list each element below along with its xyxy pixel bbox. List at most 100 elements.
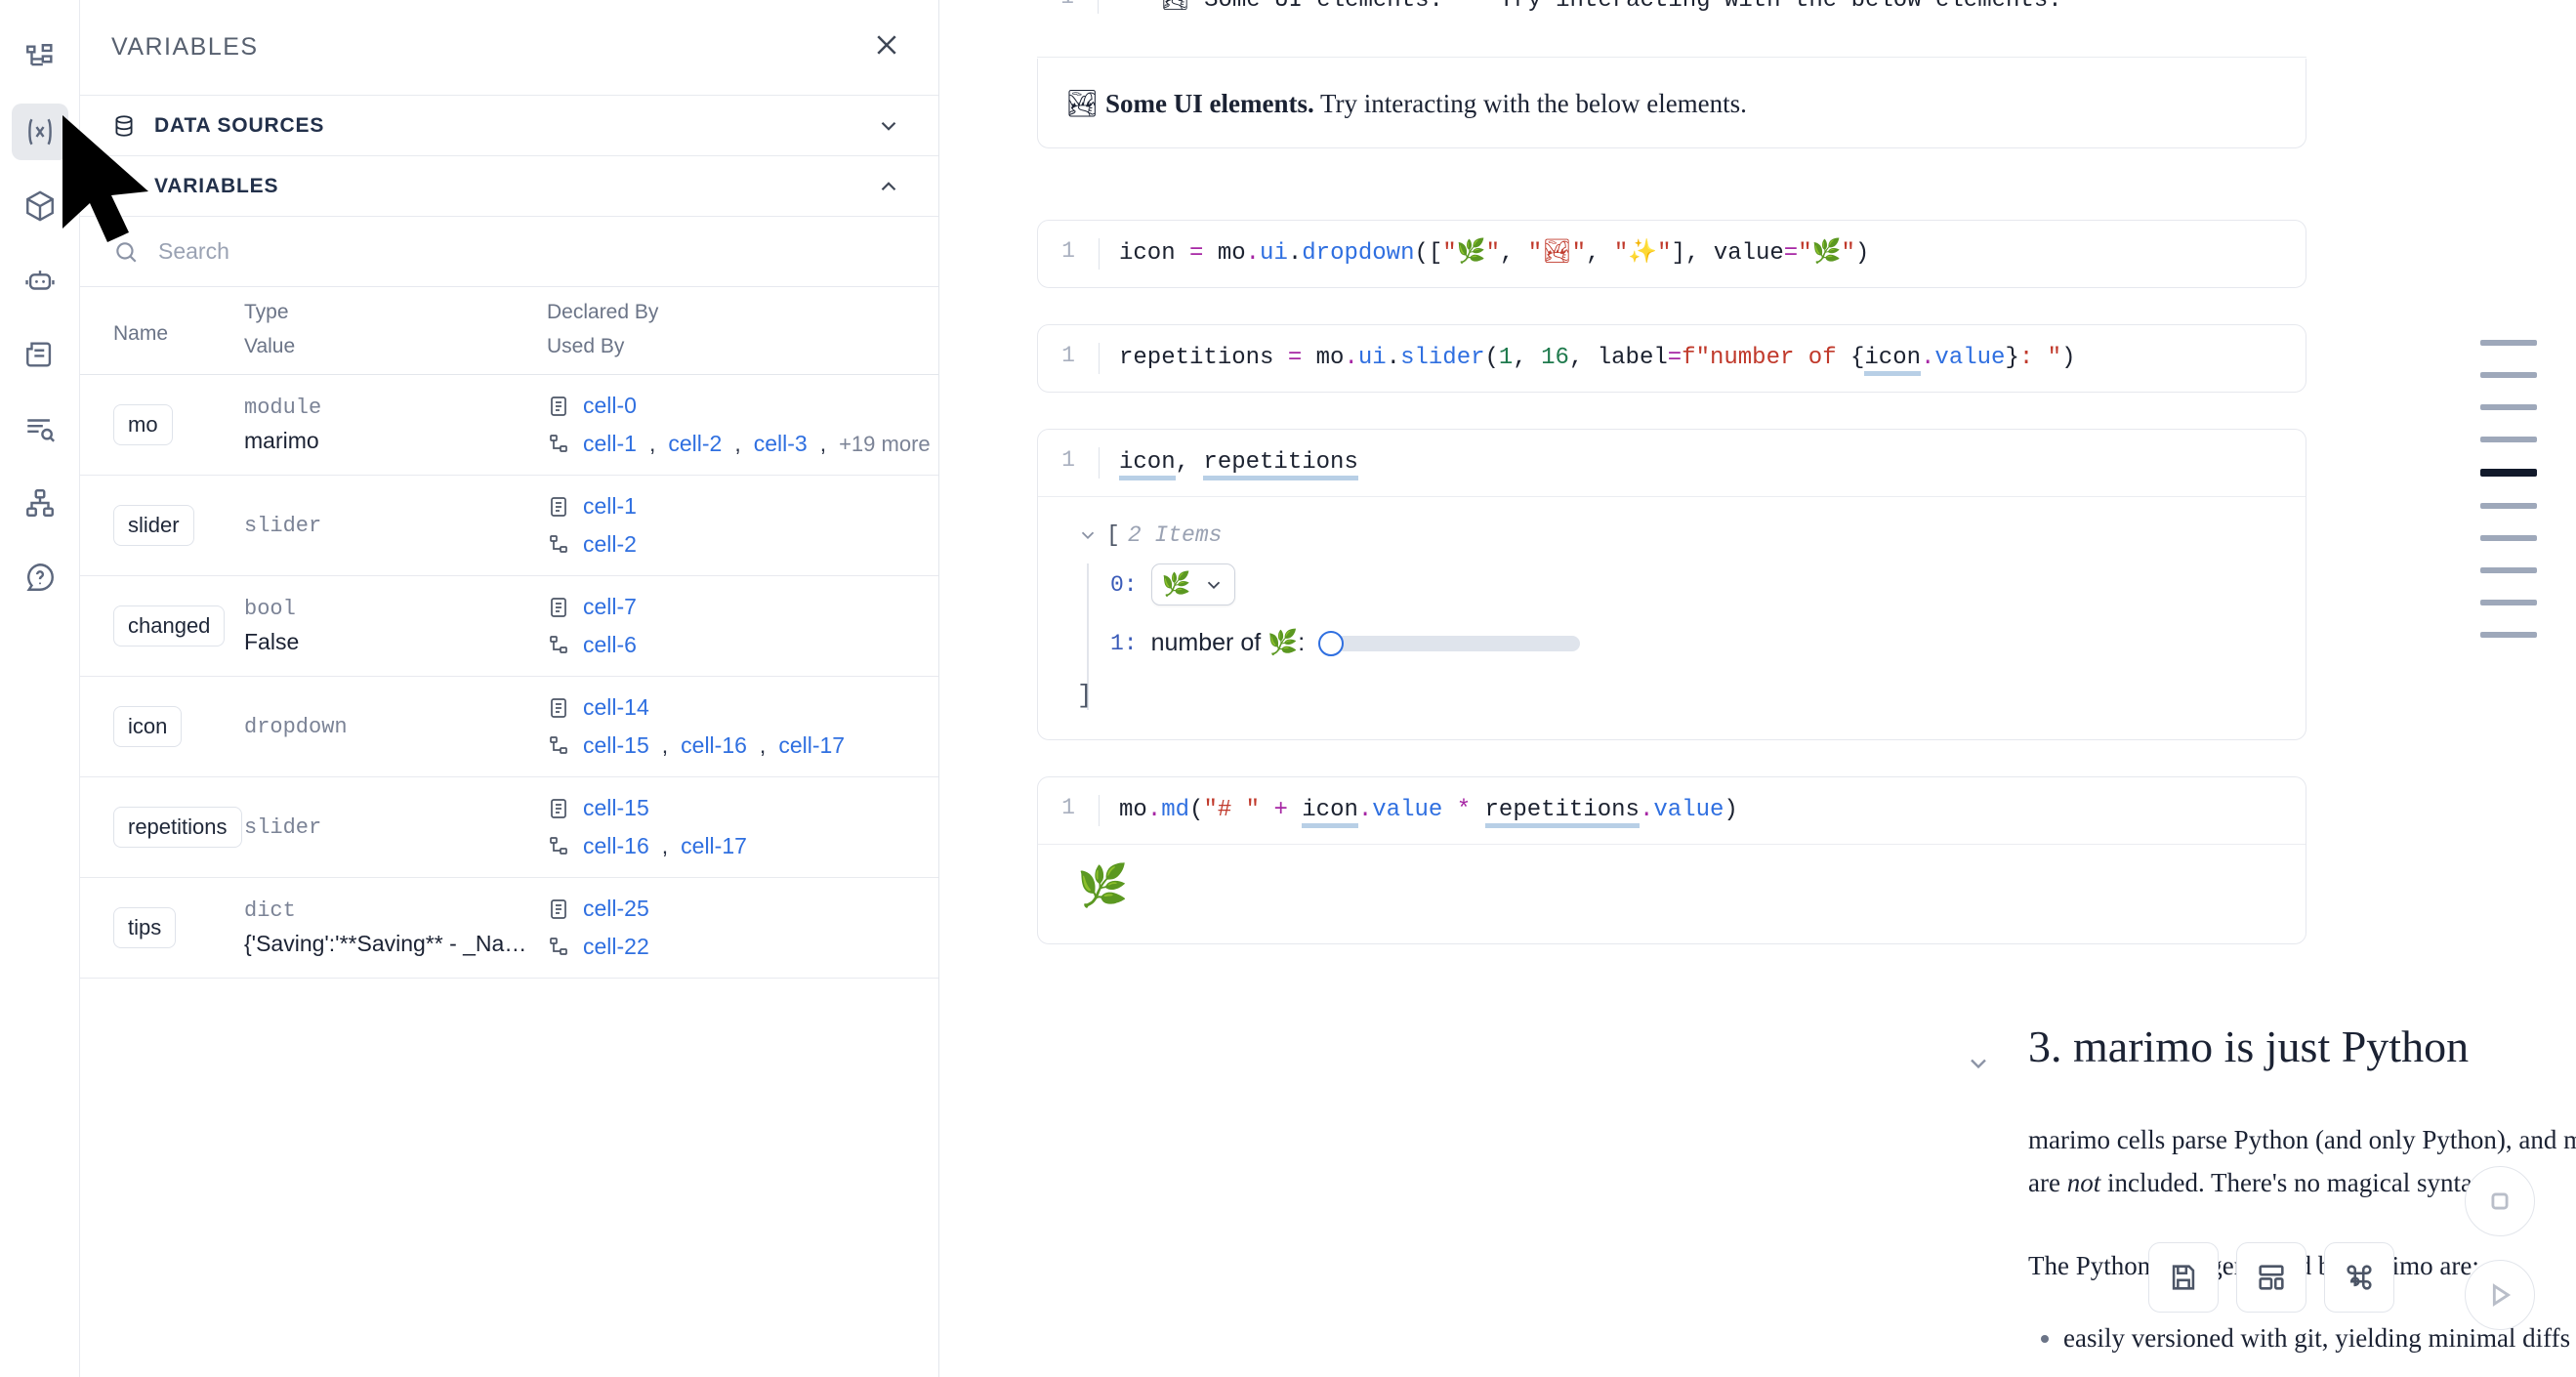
cell-link[interactable]: cell-2 xyxy=(583,531,637,557)
variable-type-cell: slider xyxy=(244,776,547,878)
robot-icon[interactable] xyxy=(12,252,68,309)
cell-link[interactable]: cell-0 xyxy=(583,393,637,418)
variable-type: dropdown xyxy=(244,714,348,739)
file-tree-icon[interactable] xyxy=(12,29,68,86)
used-by-more[interactable]: +19 more xyxy=(839,431,931,456)
code-text[interactable]: icon = mo.ui.dropdown(["🌿", "🏞", "✨"], v… xyxy=(1099,238,1869,271)
table-row[interactable]: icon dropdown cell-14 cell-15, ce xyxy=(80,676,938,777)
run-icon[interactable] xyxy=(2465,1260,2535,1330)
dependency-graph-icon[interactable] xyxy=(12,475,68,531)
variable-refs-cell: cell-15 cell-16, cell-17 xyxy=(547,776,938,878)
bottom-toolbar xyxy=(2148,1242,2394,1313)
command-icon[interactable] xyxy=(2324,1242,2394,1313)
minimap-mark[interactable] xyxy=(2480,372,2537,378)
variable-type: module xyxy=(244,396,322,420)
code-cell-refs[interactable]: 1 icon, repetitions [ 2 Items 0: 🌿 xyxy=(1037,429,2306,741)
cell-link[interactable]: cell-7 xyxy=(583,594,637,619)
minimap[interactable] xyxy=(2480,340,2537,638)
cell-link[interactable]: cell-14 xyxy=(583,694,649,720)
cell-link[interactable]: cell-1 xyxy=(583,493,637,519)
table-header-row: Name Type Value Declared By Used By xyxy=(80,287,938,375)
table-row[interactable]: mo module marimo cell-0 cell-1, xyxy=(80,374,938,476)
cell-link[interactable]: cell-3 xyxy=(753,431,808,456)
cell-link[interactable]: cell-15 xyxy=(583,795,649,820)
slider-knob[interactable] xyxy=(1318,630,1345,656)
table-row[interactable]: tips dict {'Saving':'**Saving** - _Na… c… xyxy=(80,877,938,979)
code-cell-md[interactable]: 1 mo.md("# " + icon.value * repetitions.… xyxy=(1037,776,2306,945)
variable-name-chip: tips xyxy=(113,907,177,948)
code-text[interactable]: repetitions = mo.ui.slider(1, 16, label=… xyxy=(1099,343,2075,376)
cell-link[interactable]: cell-2 xyxy=(668,431,723,456)
dropdown-select[interactable]: 🌿 xyxy=(1150,563,1235,606)
used-by-row: cell-6 xyxy=(547,632,938,658)
minimap-mark[interactable] xyxy=(2480,437,2537,442)
md-emoji-output: 🌿 xyxy=(1077,862,1129,909)
top-cell-code[interactable]: 1 """🏞 Some UI elements.""" Try interact… xyxy=(1037,0,2336,14)
paragraph-part-a: marimo cells parse Python (and only Pyth… xyxy=(2028,1125,2576,1197)
section-variables[interactable]: VARIABLES xyxy=(80,156,938,217)
variables-icon[interactable] xyxy=(11,104,68,160)
markdown-output-cell[interactable]: 🏞 Some UI elements. Try interacting with… xyxy=(1037,59,2306,148)
slider-control[interactable] xyxy=(1318,630,1581,656)
table-row[interactable]: repetitions slider cell-15 cell-16, xyxy=(80,776,938,878)
cell-link[interactable]: cell-1 xyxy=(583,431,637,456)
minimap-mark[interactable] xyxy=(2480,632,2537,638)
variables-table-body: mo module marimo cell-0 cell-1, xyxy=(80,374,938,979)
cell-link[interactable]: cell-15 xyxy=(583,732,649,758)
used-by-row: cell-1, cell-2, cell-3, +19 more xyxy=(547,431,938,457)
collapse-chevron-section[interactable] xyxy=(1965,1050,1998,1083)
minimap-mark[interactable] xyxy=(2480,600,2537,605)
code-cell-dropdown[interactable]: 1 icon = mo.ui.dropdown(["🌿", "🏞", "✨"],… xyxy=(1037,220,2306,289)
item-index: 0: xyxy=(1110,571,1138,598)
cell-link[interactable]: cell-22 xyxy=(583,934,649,959)
minimap-mark-current[interactable] xyxy=(2480,469,2537,477)
cell-link[interactable]: cell-16 xyxy=(583,833,649,858)
outline-search-icon[interactable] xyxy=(12,400,68,457)
used-by-row: cell-22 xyxy=(547,934,938,960)
slider-track[interactable] xyxy=(1336,635,1581,651)
variable-type-cell: dict {'Saving':'**Saving** - _Na… xyxy=(244,877,547,979)
variable-refs-cell: cell-0 cell-1, cell-2, cell-3, +19 more xyxy=(547,374,938,476)
used-by-row: cell-15, cell-16, cell-17 xyxy=(547,732,938,759)
layout-icon[interactable] xyxy=(2236,1242,2306,1313)
table-row[interactable]: slider slider cell-1 cell-2 xyxy=(80,475,938,576)
minimap-mark[interactable] xyxy=(2480,535,2537,541)
cell-link[interactable]: cell-17 xyxy=(681,833,747,858)
declared-by-row: cell-1 xyxy=(547,493,938,520)
cell-icon xyxy=(551,597,566,617)
minimap-mark[interactable] xyxy=(2480,567,2537,573)
usage-icon xyxy=(550,635,567,653)
save-icon[interactable] xyxy=(2148,1242,2219,1313)
list-header[interactable]: [ 2 Items xyxy=(1077,522,2266,548)
declared-by-row: cell-7 xyxy=(547,594,938,620)
scratchpad-icon[interactable] xyxy=(12,326,68,383)
stop-icon[interactable] xyxy=(2465,1166,2535,1236)
variable-type: slider xyxy=(244,513,322,538)
minimap-mark[interactable] xyxy=(2480,503,2537,509)
line-number: 1 xyxy=(1061,795,1075,820)
close-icon[interactable] xyxy=(872,30,901,64)
cell-link[interactable]: cell-16 xyxy=(681,732,747,758)
chevron-down-icon xyxy=(1207,581,1220,589)
minimap-mark[interactable] xyxy=(2480,340,2537,346)
section-data-sources[interactable]: DATA SOURCES xyxy=(80,96,938,156)
search-input[interactable] xyxy=(158,238,901,265)
minimap-mark[interactable] xyxy=(2480,404,2537,410)
line-number: 1 xyxy=(1061,343,1075,368)
variable-value: {'Saving':'**Saving** - _Na… xyxy=(244,931,527,956)
cell-link[interactable]: cell-17 xyxy=(778,732,846,758)
package-icon[interactable] xyxy=(12,178,68,234)
usage-icon xyxy=(550,937,567,955)
variables-search[interactable] xyxy=(80,217,938,287)
notebook-area: 1 """🏞 Some UI elements.""" Try interact… xyxy=(939,0,2576,1377)
code-cell-slider[interactable]: 1 repetitions = mo.ui.slider(1, 16, labe… xyxy=(1037,324,2306,394)
code-text[interactable]: icon, repetitions xyxy=(1099,447,1358,480)
markdown-output: 🏞 Some UI elements. Try interacting with… xyxy=(1038,59,2306,124)
table-row[interactable]: changed bool False cell-7 cell-6 xyxy=(80,575,938,677)
cell-link[interactable]: cell-6 xyxy=(583,632,637,657)
cell-link[interactable]: cell-25 xyxy=(583,896,649,921)
code-text[interactable]: mo.md("# " + icon.value * repetitions.va… xyxy=(1099,795,1738,828)
declared-by-row: cell-0 xyxy=(547,393,938,419)
help-icon[interactable] xyxy=(12,549,68,605)
cell-icon xyxy=(551,697,566,718)
